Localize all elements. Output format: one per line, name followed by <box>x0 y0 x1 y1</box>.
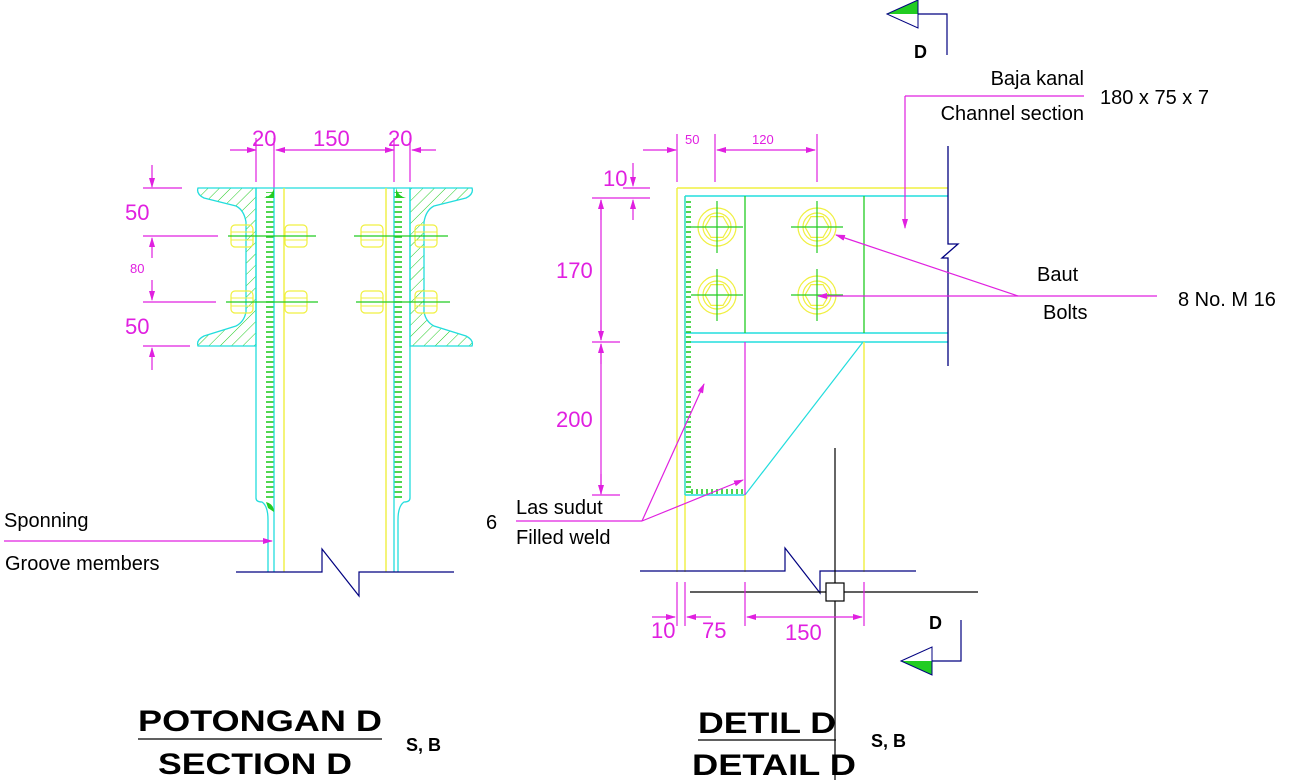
weld-vertical <box>686 200 691 494</box>
channel-callout-leader <box>902 95 1084 229</box>
channel-right <box>409 187 474 347</box>
bolts-detail <box>690 200 844 322</box>
bolts-callout-leader <box>817 234 1157 299</box>
bolts-label-top: Baut <box>1037 264 1079 286</box>
dim-150: 150 <box>313 126 350 151</box>
cad-crosshair <box>690 448 978 780</box>
channel-break-line <box>940 146 960 366</box>
channel-label-bottom: Channel section <box>941 103 1084 125</box>
dim-150-bottom: 150 <box>785 620 822 645</box>
section-marker-bottom: D <box>899 613 962 676</box>
section-scale: S, B <box>406 735 441 755</box>
dim-20-left: 20 <box>252 126 276 151</box>
section-d-view: 20 150 20 50 80 50 <box>4 126 474 780</box>
weld-callout-leader <box>516 383 744 522</box>
detail-subtitle: DETAIL D <box>692 749 856 780</box>
section-marker-bottom-label: D <box>929 613 942 633</box>
detail-d-view: 50 120 10 170 200 <box>486 68 1276 780</box>
channel-left <box>196 187 257 347</box>
member-web-right <box>385 188 411 572</box>
dimension-top-detail <box>592 134 818 496</box>
dim-50-top: 50 <box>125 200 149 225</box>
groove-members-label: Groove members <box>5 553 160 575</box>
bolts-label-bottom: Bolts <box>1043 302 1087 324</box>
dim-170: 170 <box>556 258 593 283</box>
weld-label-top: Las sudut <box>516 497 603 519</box>
weld-label-bottom: Filled weld <box>516 527 610 549</box>
weld-size: 6 <box>486 512 497 534</box>
member-web-left <box>255 188 285 572</box>
dim-10-bottom: 10 <box>651 618 675 643</box>
dim-75: 75 <box>702 618 726 643</box>
detail-title: DETIL D <box>698 707 836 740</box>
dim-20-right: 20 <box>388 126 412 151</box>
sponning-label: Sponning <box>4 510 89 532</box>
section-subtitle: SECTION D <box>158 748 352 780</box>
break-line-section <box>236 547 454 598</box>
dimension-left-section <box>143 165 218 370</box>
dim-50-bottom: 50 <box>125 314 149 339</box>
dim-120: 120 <box>752 132 774 147</box>
dim-200: 200 <box>556 407 593 432</box>
gusset-plate-assembly <box>676 146 960 572</box>
section-marker-top-label: D <box>914 42 927 62</box>
dimension-top-section <box>230 138 436 190</box>
detail-scale: S, B <box>871 731 906 751</box>
break-line-detail <box>640 546 916 595</box>
dimension-bottom-detail <box>652 582 865 626</box>
bolts-spec: 8 No. M 16 <box>1178 289 1276 311</box>
section-title: POTONGAN D <box>138 705 382 738</box>
dim-80: 80 <box>130 261 144 276</box>
channel-size: 180 x 75 x 7 <box>1100 87 1209 109</box>
bolts-section <box>226 224 450 314</box>
dim-10-top: 10 <box>603 166 627 191</box>
channel-label-top: Baja kanal <box>991 68 1084 90</box>
section-marker-top: D <box>885 0 948 62</box>
dim-50-detail: 50 <box>685 132 699 147</box>
